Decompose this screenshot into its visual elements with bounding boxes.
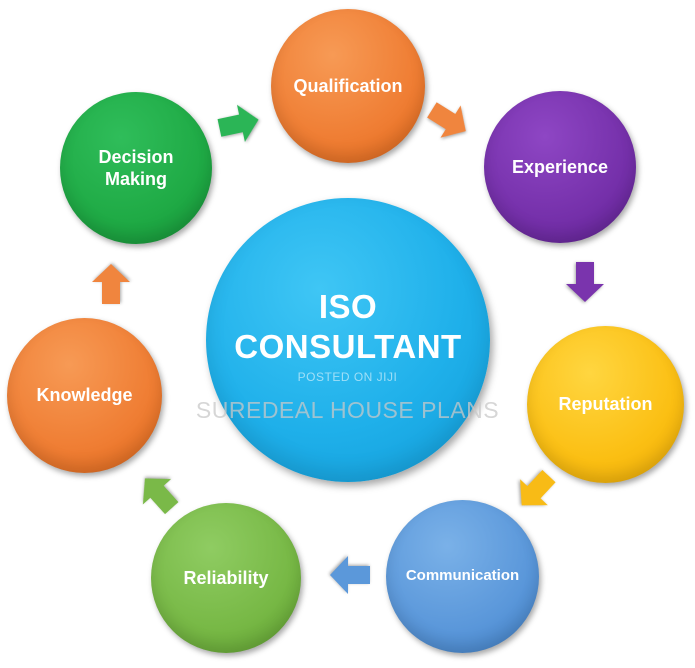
arrow-decision-to-qualification [217, 104, 259, 142]
watermark-posted-on: POSTED ON JIJI [297, 370, 398, 384]
node-communication: Communication [386, 500, 539, 653]
node-experience-label: Experience [511, 156, 609, 177]
node-decision-making-label: Decision Making [98, 146, 174, 190]
node-communication-label: Communication [405, 567, 520, 585]
arrow-experience-to-reputation [566, 262, 604, 302]
node-reliability-label: Reliability [183, 567, 269, 588]
arrow-reliability-to-knowledge [142, 478, 179, 515]
node-knowledge-label: Knowledge [36, 385, 133, 406]
arrow-communication-to-reliability [330, 556, 370, 594]
node-reliability: Reliability [151, 503, 301, 653]
watermark-brand: SUREDEAL HOUSE PLANS [195, 397, 500, 423]
arrow-reputation-to-communication [520, 469, 556, 506]
center-node-iso-consultant: ISO CONSULTANT [206, 198, 490, 482]
arrow-qualification-to-experience [427, 102, 466, 138]
arrow-knowledge-to-decision [92, 264, 130, 304]
node-experience: Experience [484, 91, 636, 243]
node-reputation: Reputation [527, 326, 684, 483]
center-title: ISO CONSULTANT [234, 288, 462, 365]
node-qualification: Qualification [271, 9, 425, 163]
node-decision-making: Decision Making [60, 92, 212, 244]
node-knowledge: Knowledge [7, 318, 162, 473]
node-qualification-label: Qualification [293, 75, 403, 96]
node-reputation-label: Reputation [558, 394, 653, 415]
